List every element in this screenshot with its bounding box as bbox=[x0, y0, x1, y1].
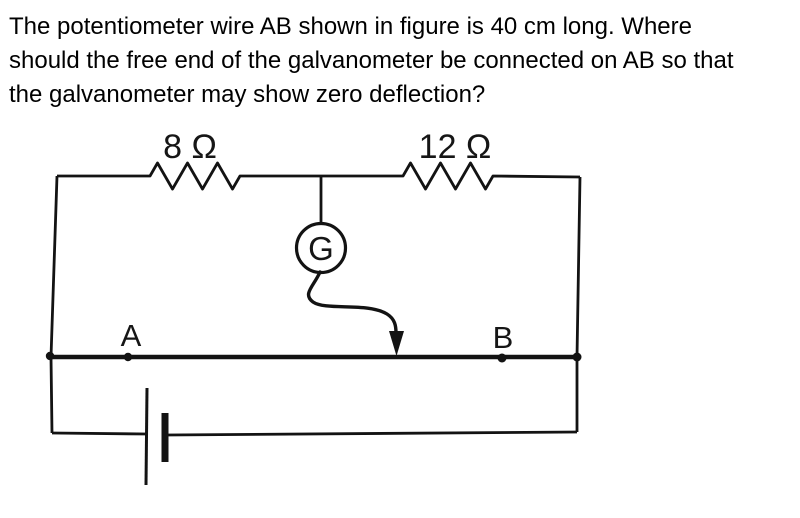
question-text: The potentiometer wire AB shown in figur… bbox=[9, 10, 799, 112]
point-a-dot bbox=[123, 352, 133, 362]
resistor-8ohm-label: 8 Ω bbox=[163, 128, 217, 166]
galvanometer-label: G bbox=[308, 230, 334, 267]
top-wire-and-resistors bbox=[57, 161, 581, 191]
question-line-3: the galvanometer may show zero deflectio… bbox=[9, 81, 486, 108]
bottom-wire-left bbox=[51, 431, 148, 436]
galvanometer-free-lead bbox=[306, 270, 398, 335]
left-junction-dot bbox=[45, 351, 55, 361]
point-a-label: A bbox=[121, 318, 142, 353]
jockey-arrow bbox=[389, 331, 404, 356]
right-junction-dot bbox=[572, 352, 582, 362]
resistor-12ohm-label: 12 Ω bbox=[419, 128, 492, 166]
question-line-1: The potentiometer wire AB shown in figur… bbox=[9, 13, 692, 40]
bottom-wire-right bbox=[166, 430, 578, 437]
battery-positive-plate bbox=[144, 387, 149, 486]
point-b-label: B bbox=[493, 320, 514, 355]
right-side-wire bbox=[575, 176, 582, 432]
left-side-wire bbox=[49, 175, 59, 434]
point-b-dot bbox=[497, 353, 507, 363]
question-line-2: should the free end of the galvanometer … bbox=[9, 47, 734, 74]
